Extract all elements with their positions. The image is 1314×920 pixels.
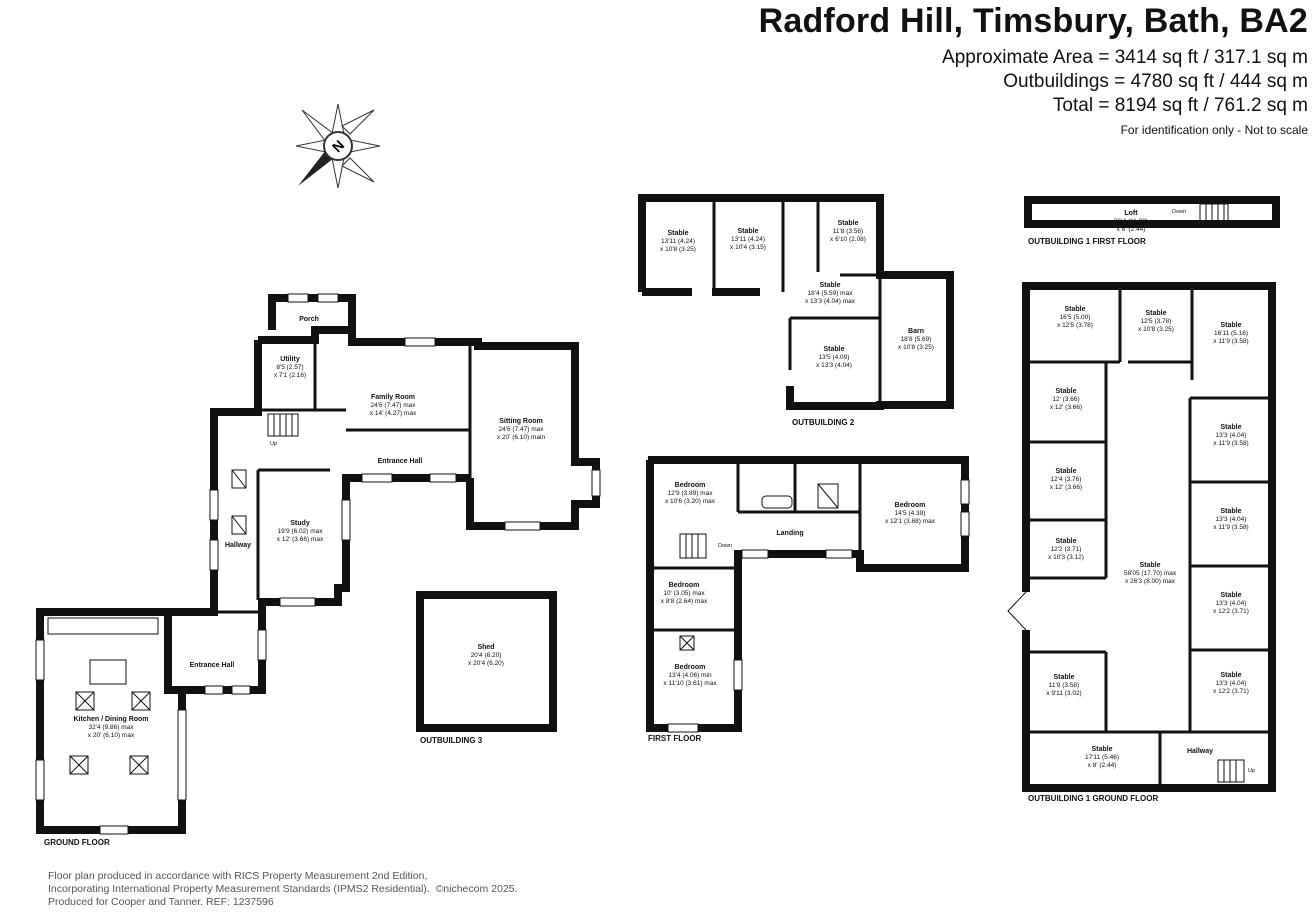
hallway-label: Hallway — [224, 542, 252, 549]
footer-line-1: Floor plan produced in accordance with R… — [48, 870, 428, 882]
ground-floor-plan — [35, 293, 601, 835]
identification-note: For identification only - Not to scale — [1120, 123, 1308, 137]
footer-line-3: Produced for Cooper and Tanner. REF: 123… — [48, 896, 274, 908]
ob1-hallway-label: Hallway — [1186, 748, 1214, 755]
first-floor-label: FIRST FLOOR — [648, 734, 702, 743]
footer-notes: Floor plan produced in accordance with R… — [48, 870, 517, 909]
shed-walls — [416, 591, 557, 732]
outbuilding-3-label: OUTBUILDING 3 — [420, 736, 483, 745]
ground-floor-label: GROUND FLOOR — [44, 838, 110, 847]
footer-line-2: Incorporating International Property Mea… — [48, 883, 518, 895]
ff-landing-label: Landing — [776, 530, 804, 537]
footer-copyright: ©nichecom 2025. — [435, 883, 518, 895]
outbuilding-1-first-floor-label: OUTBUILDING 1 FIRST FLOOR — [1028, 237, 1146, 246]
outbuilding-1-first-floor-plan — [1024, 196, 1280, 228]
total-area: Total = 8194 sq ft / 761.2 sq m — [1052, 95, 1308, 116]
ff-stairs-down: Down — [718, 543, 733, 549]
outbuilding-1-ground-floor-label: OUTBUILDING 1 GROUND FLOOR — [1028, 794, 1159, 803]
outbuilding-2-label: OUTBUILDING 2 — [792, 418, 855, 427]
ground-stairs-up: Up — [270, 441, 278, 447]
loft-stairs-down: Down — [1172, 209, 1187, 215]
porch-label: Porch — [299, 316, 319, 323]
outbuildings-area: Outbuildings = 4780 sq ft / 444 sq m — [1003, 71, 1308, 92]
entrance-hall-label: Entrance Hall — [377, 458, 423, 465]
entrance-hall-2-label: Entrance Hall — [189, 662, 235, 669]
outbuilding-2-plan — [638, 194, 954, 410]
ob1-stairs-up: Up — [1248, 768, 1256, 774]
first-floor-plan — [646, 456, 970, 733]
property-title: Radford Hill, Timsbury, Bath, BA2 — [758, 2, 1308, 40]
compass-north-icon: N — [296, 104, 380, 188]
outbuilding-1-ground-floor-plan — [1007, 282, 1276, 792]
approximate-area: Approximate Area = 3414 sq ft / 317.1 sq… — [942, 47, 1308, 68]
